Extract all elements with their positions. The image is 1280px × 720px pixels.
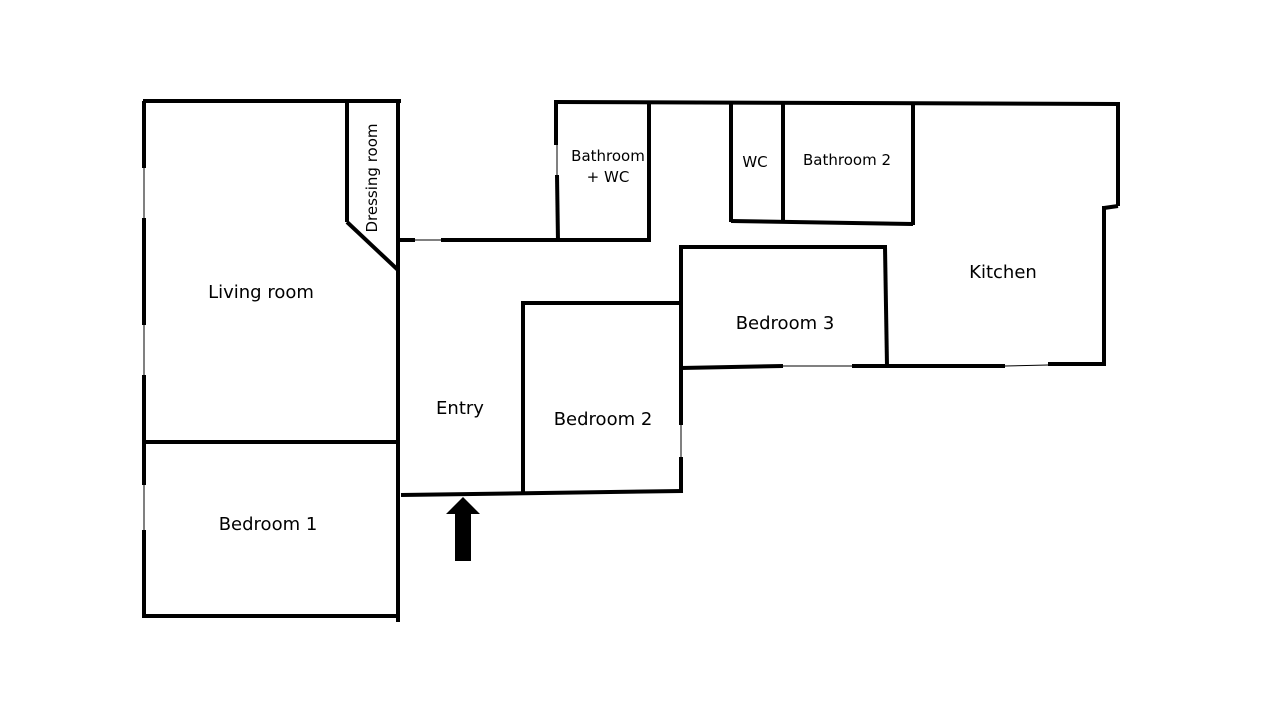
room-label-wc: WC — [742, 153, 767, 171]
walls — [142, 99, 1121, 622]
wall — [680, 364, 784, 370]
openings — [143, 145, 1049, 530]
wall — [553, 100, 1121, 106]
room-label-kitchen: Kitchen — [969, 262, 1037, 283]
room-labels: Living room Dressing room Bedroom 1 Entr… — [208, 123, 1037, 535]
room-label-bathroom-wc-line2: + WC — [587, 168, 630, 186]
wall — [1103, 204, 1119, 210]
wall — [345, 220, 400, 272]
room-label-bathroom-wc: Bathroom — [571, 147, 645, 165]
room-label-bedroom-1: Bedroom 1 — [219, 514, 318, 535]
room-label-bedroom-3: Bedroom 3 — [736, 313, 835, 334]
room-label-dressing-room: Dressing room — [363, 123, 381, 232]
room-label-bathroom-2: Bathroom 2 — [803, 151, 891, 169]
wall — [555, 174, 560, 243]
up-arrow-icon — [446, 497, 480, 561]
wall — [883, 246, 889, 367]
room-label-living-room: Living room — [208, 282, 314, 303]
room-label-bedroom-2: Bedroom 2 — [554, 409, 653, 430]
door-opening — [1004, 364, 1049, 367]
wall — [400, 489, 684, 497]
room-label-entry: Entry — [436, 398, 484, 419]
wall — [730, 219, 914, 226]
